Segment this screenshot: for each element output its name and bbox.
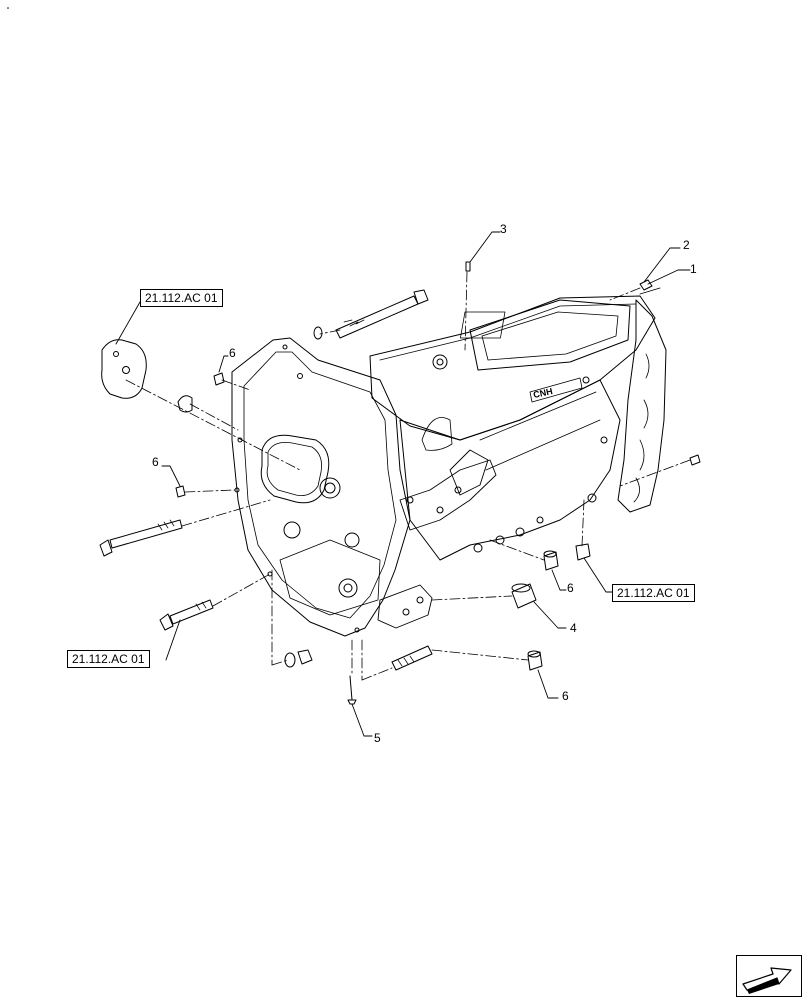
callout-2: 2 — [683, 238, 690, 252]
plug-item-2 — [639, 279, 653, 291]
callout-6-right: 6 — [567, 581, 574, 595]
reference-link-bottom-left[interactable]: 21.112.AC 01 — [67, 650, 150, 668]
callout-6-upper: 6 — [229, 346, 236, 360]
plug-left-1 — [213, 372, 225, 386]
transmission-housing: CNH — [231, 295, 667, 637]
sleeve-item-4 — [511, 583, 537, 609]
assembly-lines — [125, 271, 691, 681]
callout-6-bottom: 6 — [562, 689, 569, 703]
arrow-nav-icon — [742, 967, 792, 994]
dowel-pin-item-3 — [465, 261, 471, 272]
leader-lines — [115, 231, 691, 737]
stud-bottom — [391, 645, 433, 671]
plug-left-2 — [175, 485, 186, 498]
next-page-button[interactable] — [736, 955, 802, 997]
fitting-right — [575, 543, 591, 561]
plug-item-6-right — [543, 550, 559, 571]
callout-4: 4 — [570, 621, 577, 635]
casting-mark: CNH — [532, 386, 553, 400]
callout-3: 3 — [500, 222, 507, 236]
reference-link-top-left[interactable]: 21.112.AC 01 — [140, 289, 223, 307]
callout-6-left: 6 — [152, 455, 159, 469]
stud-left-upper — [177, 395, 193, 413]
reference-link-right[interactable]: 21.112.AC 01 — [612, 584, 695, 602]
cover-plate — [101, 339, 147, 399]
plug-item-6-bottom — [527, 650, 543, 671]
bolt-lower-left — [99, 519, 183, 557]
fitting-top-right — [689, 454, 701, 466]
pin-item-5 — [347, 675, 357, 705]
bolt-upper — [313, 289, 429, 340]
bolt-lower-left-2 — [159, 599, 214, 631]
washer-nut — [284, 649, 313, 668]
callout-1: 1 — [690, 262, 697, 276]
corner-mark — [7, 7, 9, 9]
callout-5: 5 — [374, 731, 381, 745]
